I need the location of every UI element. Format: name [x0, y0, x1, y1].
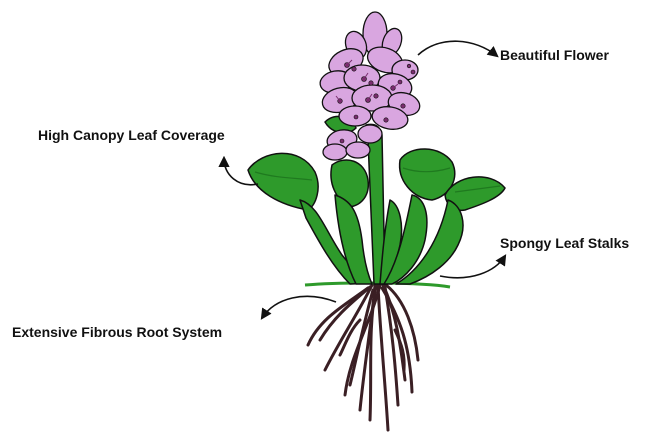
flower-cluster	[318, 12, 422, 160]
arrow-flower	[418, 41, 497, 56]
label-extensive-fibrous-root-system: Extensive Fibrous Root System	[12, 324, 222, 340]
root-system	[308, 285, 418, 430]
label-high-canopy-leaf-coverage: High Canopy Leaf Coverage	[38, 127, 225, 143]
arrow-stalks	[440, 256, 505, 278]
arrow-roots	[262, 296, 336, 318]
label-spongy-leaf-stalks: Spongy Leaf Stalks	[500, 235, 629, 251]
leaf-far-left	[248, 153, 318, 210]
label-beautiful-flower: Beautiful Flower	[500, 47, 609, 63]
